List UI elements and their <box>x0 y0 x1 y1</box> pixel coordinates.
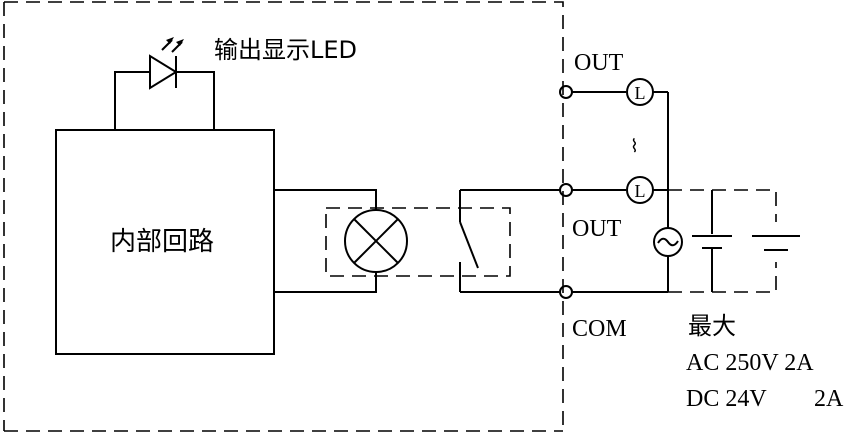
com-label: COM <box>572 316 627 342</box>
terminal-out-top <box>559 85 573 99</box>
out-top-label: OUT <box>574 50 624 76</box>
max-rating-ac: AC 250V 2A <box>686 350 814 376</box>
internal-circuit-box <box>55 129 275 355</box>
internal-circuit-label: 内部回路 <box>110 227 214 257</box>
load-mid-label: L <box>635 181 646 201</box>
max-rating-title: 最大 <box>688 312 736 340</box>
led-icon <box>114 37 215 130</box>
max-rating-dc-current: 2A <box>814 386 844 412</box>
battery-icon <box>752 235 800 251</box>
battery-icon <box>692 235 732 292</box>
terminal-com <box>559 285 573 299</box>
dc-alt-wire-top <box>668 189 777 222</box>
terminal-out-mid <box>559 183 573 197</box>
relay-contact-icon <box>459 190 479 292</box>
plc-housing-border <box>3 1 564 432</box>
ac-source-icon <box>653 227 683 257</box>
dc-alt-wire-bottom <box>668 262 777 293</box>
coil-wire-top <box>274 189 377 210</box>
ellipsis-mark: ⌇ <box>630 136 639 156</box>
coil-wire-bottom <box>274 272 377 293</box>
relay-coil-icon <box>344 209 408 273</box>
relay-dashed-box <box>325 207 511 277</box>
led-label: 输出显示LED <box>214 36 357 64</box>
load-top-label: L <box>635 83 646 103</box>
max-rating-dc-voltage: DC 24V <box>686 386 767 412</box>
out-mid-label: OUT <box>572 216 622 242</box>
